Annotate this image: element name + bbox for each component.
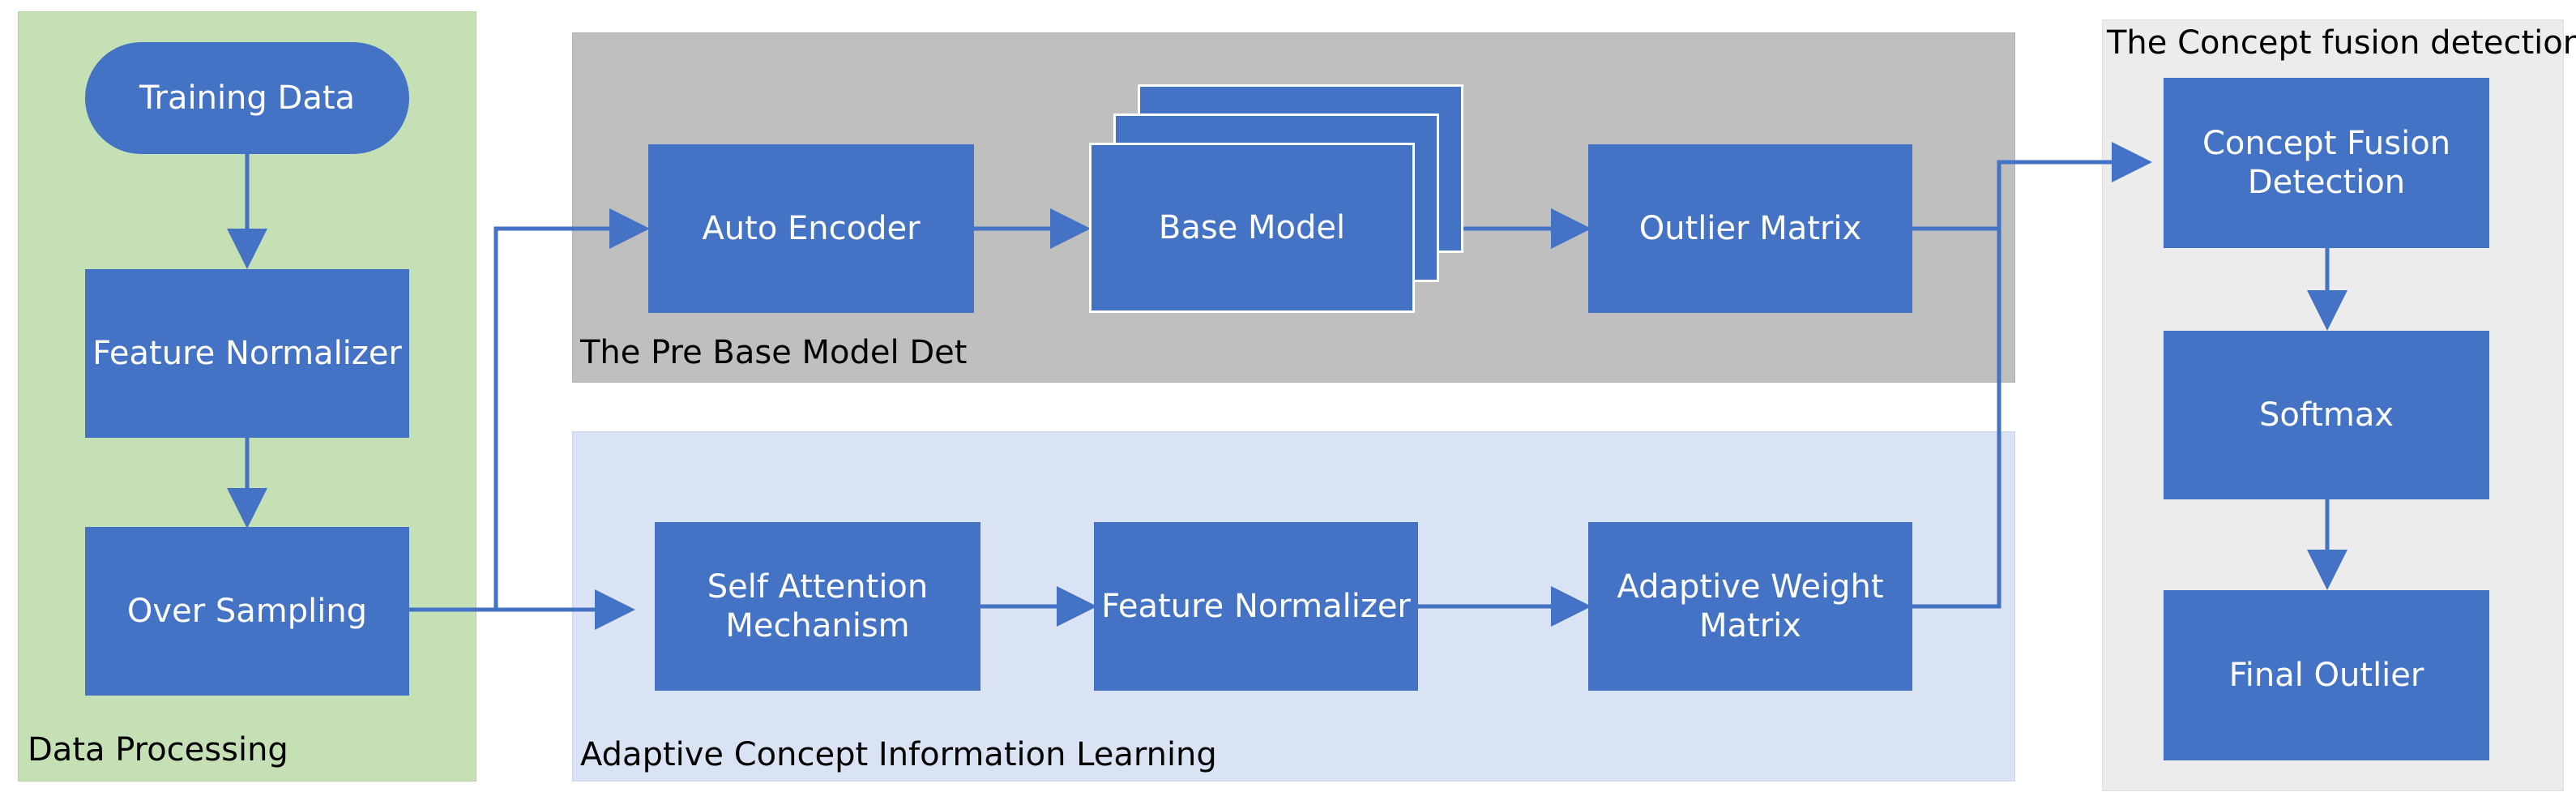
final-outlier-node: Final Outlier bbox=[2164, 590, 2489, 760]
arrow-adaptive-weight-to-fusion bbox=[1912, 142, 2152, 609]
auto-encoder-node: Auto Encoder bbox=[648, 144, 974, 313]
feature-normalizer-label: Feature Normalizer bbox=[92, 335, 402, 372]
base-model-node: Base Model bbox=[1089, 143, 1415, 313]
concept-fusion-detection-node: Concept Fusion Detection bbox=[2164, 78, 2489, 248]
feature-normalizer-adaptive-label: Feature Normalizer bbox=[1101, 588, 1411, 625]
adaptive-learning-label: Adaptive Concept Information Learning bbox=[580, 736, 1217, 773]
softmax-label: Softmax bbox=[2258, 396, 2394, 434]
pre-base-model-label: The Pre Base Model Det bbox=[580, 334, 968, 371]
base-model-label: Base Model bbox=[1158, 209, 1346, 246]
data-processing-label: Data Processing bbox=[28, 731, 288, 769]
over-sampling-label: Over Sampling bbox=[126, 593, 368, 630]
over-sampling-node: Over Sampling bbox=[85, 527, 409, 696]
adaptive-weight-matrix-node: Adaptive Weight Matrix bbox=[1588, 522, 1912, 691]
softmax-node: Softmax bbox=[2164, 331, 2489, 499]
concept-fusion-detection-label: Concept Fusion Detection bbox=[2202, 125, 2451, 201]
outlier-matrix-node: Outlier Matrix bbox=[1588, 144, 1912, 313]
feature-normalizer-node: Feature Normalizer bbox=[85, 269, 409, 438]
arrow-oversampling-to-autoencoder bbox=[409, 208, 650, 612]
auto-encoder-label: Auto Encoder bbox=[702, 210, 921, 247]
adaptive-weight-matrix-label: Adaptive Weight Matrix bbox=[1617, 568, 1884, 644]
concept-fusion-label: The Concept fusion detection bbox=[2107, 24, 2576, 62]
self-attention-label: Self Attention Mechanism bbox=[707, 568, 929, 644]
feature-normalizer-adaptive-node: Feature Normalizer bbox=[1094, 522, 1418, 691]
final-outlier-label: Final Outlier bbox=[2228, 657, 2424, 694]
training-data-node: Training Data bbox=[85, 42, 409, 154]
self-attention-node: Self Attention Mechanism bbox=[655, 522, 980, 691]
outlier-matrix-label: Outlier Matrix bbox=[1638, 210, 1862, 247]
training-data-label: Training Data bbox=[139, 79, 356, 117]
